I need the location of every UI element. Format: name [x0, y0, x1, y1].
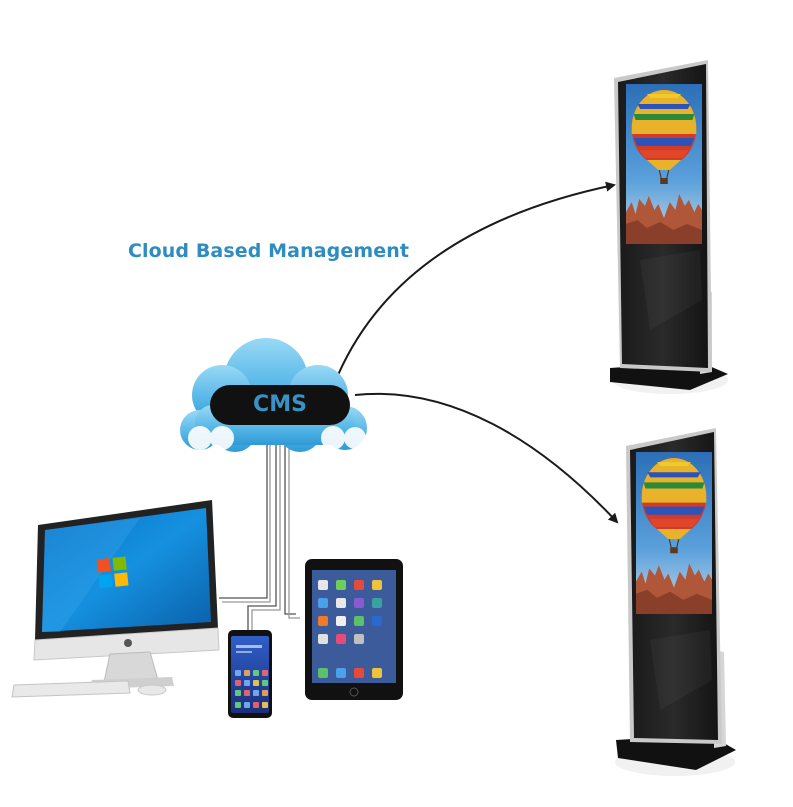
cms-label: CMS: [210, 385, 350, 425]
digital-signage-kiosk-icon: [615, 428, 736, 776]
arrow-to-kiosk-bottom: [355, 394, 617, 522]
smartphone-icon: [228, 630, 272, 718]
digital-signage-kiosk-icon: [610, 60, 728, 394]
tablet-icon: [305, 559, 403, 700]
arrow-to-kiosk-top: [338, 185, 614, 375]
device-connectors: [219, 440, 300, 635]
diagram-heading: Cloud Based Management: [128, 240, 409, 262]
desktop-computer-icon: [12, 500, 219, 697]
